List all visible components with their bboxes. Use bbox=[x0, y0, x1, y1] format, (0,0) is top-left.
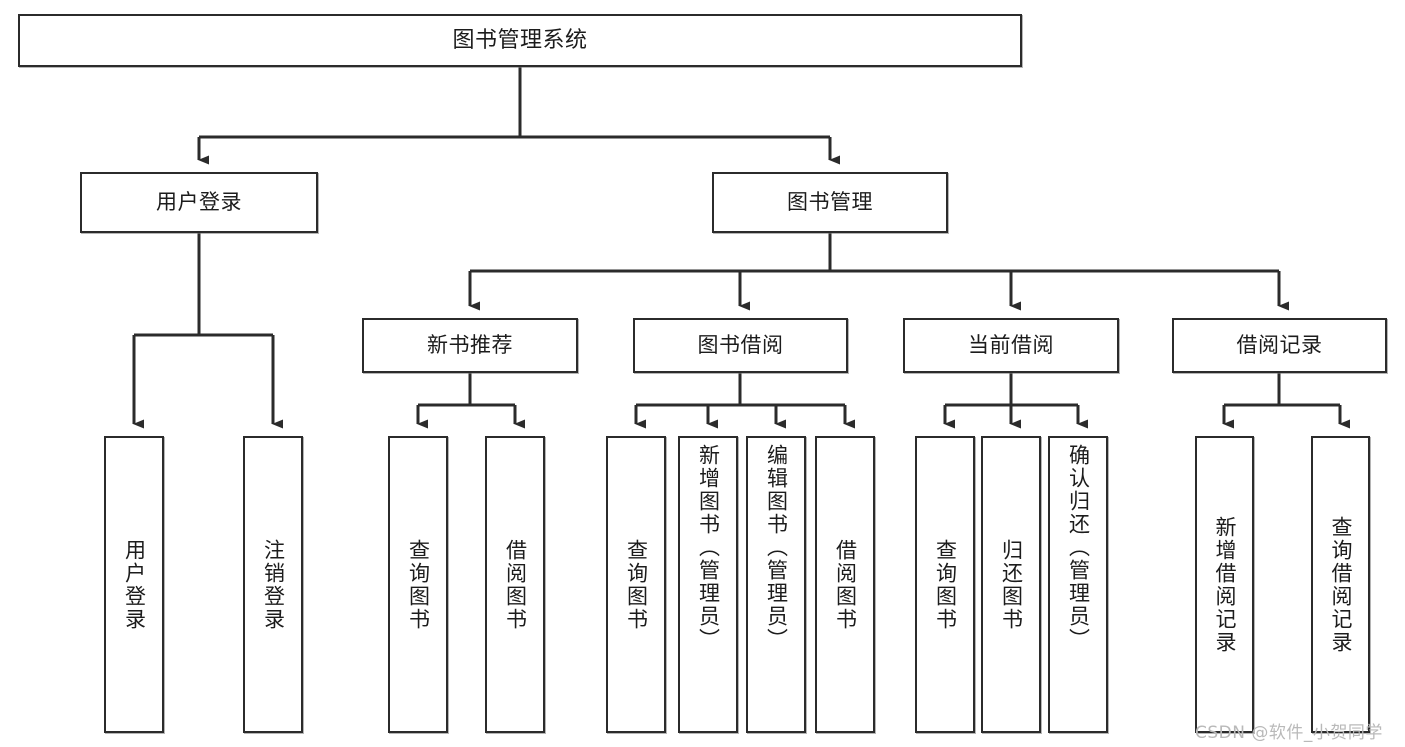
node-label: 用户登录 bbox=[122, 538, 147, 631]
node-label: 新增借阅记录 bbox=[1213, 515, 1237, 654]
node-book-manage[interactable]: 图书管理 bbox=[712, 172, 948, 233]
node-leaf-user-login[interactable]: 用户登录 bbox=[104, 436, 164, 733]
node-label: 注销登录 bbox=[261, 538, 286, 631]
node-label: 当前借阅 bbox=[968, 333, 1054, 358]
node-leaf-query-book-borrow[interactable]: 查询图书 bbox=[606, 436, 666, 733]
node-leaf-borrow-book-rec[interactable]: 借阅图书 bbox=[485, 436, 545, 733]
node-leaf-query-borrow-record[interactable]: 查询借阅记录 bbox=[1311, 436, 1370, 733]
node-label: 查询图书 bbox=[406, 538, 431, 631]
node-label: 查询借阅记录 bbox=[1329, 515, 1353, 654]
node-leaf-add-book-admin[interactable]: 新增图书（管理员） bbox=[678, 436, 738, 733]
node-new-book-recommend[interactable]: 新书推荐 bbox=[362, 318, 578, 373]
node-label: 归还图书 bbox=[999, 538, 1024, 631]
node-leaf-return-book[interactable]: 归还图书 bbox=[981, 436, 1041, 733]
node-leaf-confirm-return-admin[interactable]: 确认归还（管理员） bbox=[1048, 436, 1108, 733]
node-label: 借阅图书 bbox=[833, 538, 858, 631]
node-label: 图书管理系统 bbox=[452, 27, 588, 53]
node-label: 借阅记录 bbox=[1236, 333, 1323, 358]
node-label: 查询图书 bbox=[933, 538, 958, 631]
node-user-login[interactable]: 用户登录 bbox=[80, 172, 318, 233]
node-leaf-query-book-current[interactable]: 查询图书 bbox=[915, 436, 975, 733]
node-label: 查询图书 bbox=[624, 538, 649, 631]
node-label: 编辑图书（管理员） bbox=[764, 444, 789, 651]
node-current-borrow[interactable]: 当前借阅 bbox=[903, 318, 1119, 373]
watermark-text: CSDN @软件_小贺同学 bbox=[1195, 723, 1383, 743]
node-label: 图书管理 bbox=[787, 190, 873, 215]
node-borrow-record[interactable]: 借阅记录 bbox=[1172, 318, 1387, 373]
node-leaf-borrow-book[interactable]: 借阅图书 bbox=[815, 436, 875, 733]
node-leaf-user-logout[interactable]: 注销登录 bbox=[243, 436, 303, 733]
node-label: 用户登录 bbox=[156, 190, 242, 215]
node-book-borrow[interactable]: 图书借阅 bbox=[633, 318, 848, 373]
node-label: 新增图书（管理员） bbox=[696, 444, 721, 651]
node-label: 图书借阅 bbox=[697, 333, 784, 358]
node-label: 确认归还（管理员） bbox=[1066, 444, 1091, 651]
node-label: 借阅图书 bbox=[503, 538, 528, 631]
node-label: 新书推荐 bbox=[427, 333, 513, 358]
node-leaf-add-borrow-record[interactable]: 新增借阅记录 bbox=[1195, 436, 1254, 733]
node-leaf-query-book-rec[interactable]: 查询图书 bbox=[388, 436, 448, 733]
node-root-system[interactable]: 图书管理系统 bbox=[18, 14, 1022, 67]
node-leaf-edit-book-admin[interactable]: 编辑图书（管理员） bbox=[746, 436, 806, 733]
